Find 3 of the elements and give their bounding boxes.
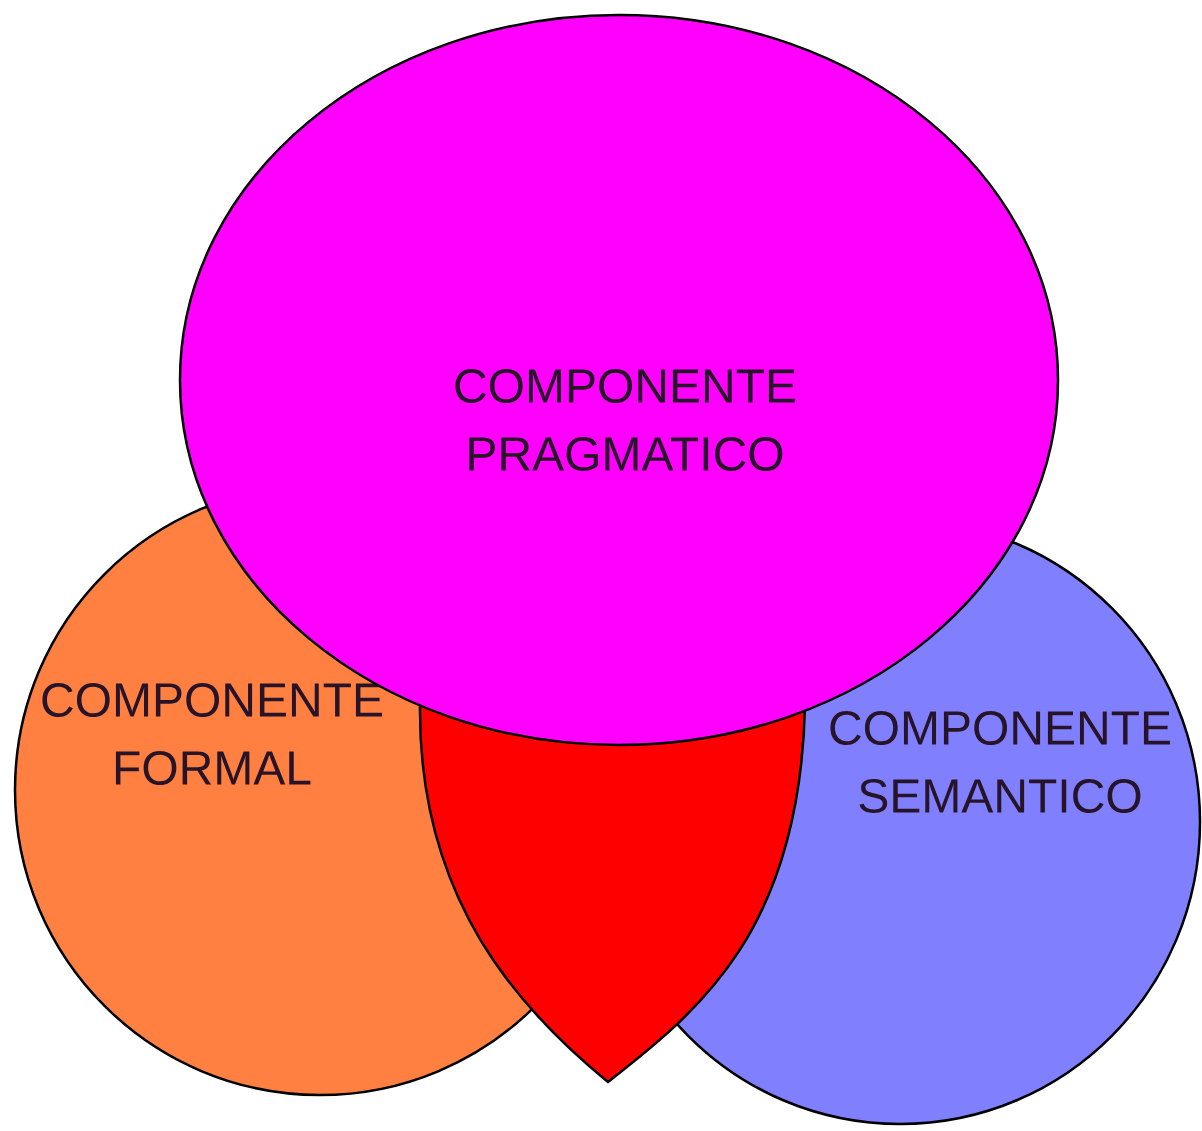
circle-label: COMPONENTE PRAGMATICO [455, 369, 795, 471]
circle-label: COMPONENTE FORMAL [42, 683, 382, 785]
circle-label: COMPONENTE SEMANTICO [830, 711, 1170, 813]
